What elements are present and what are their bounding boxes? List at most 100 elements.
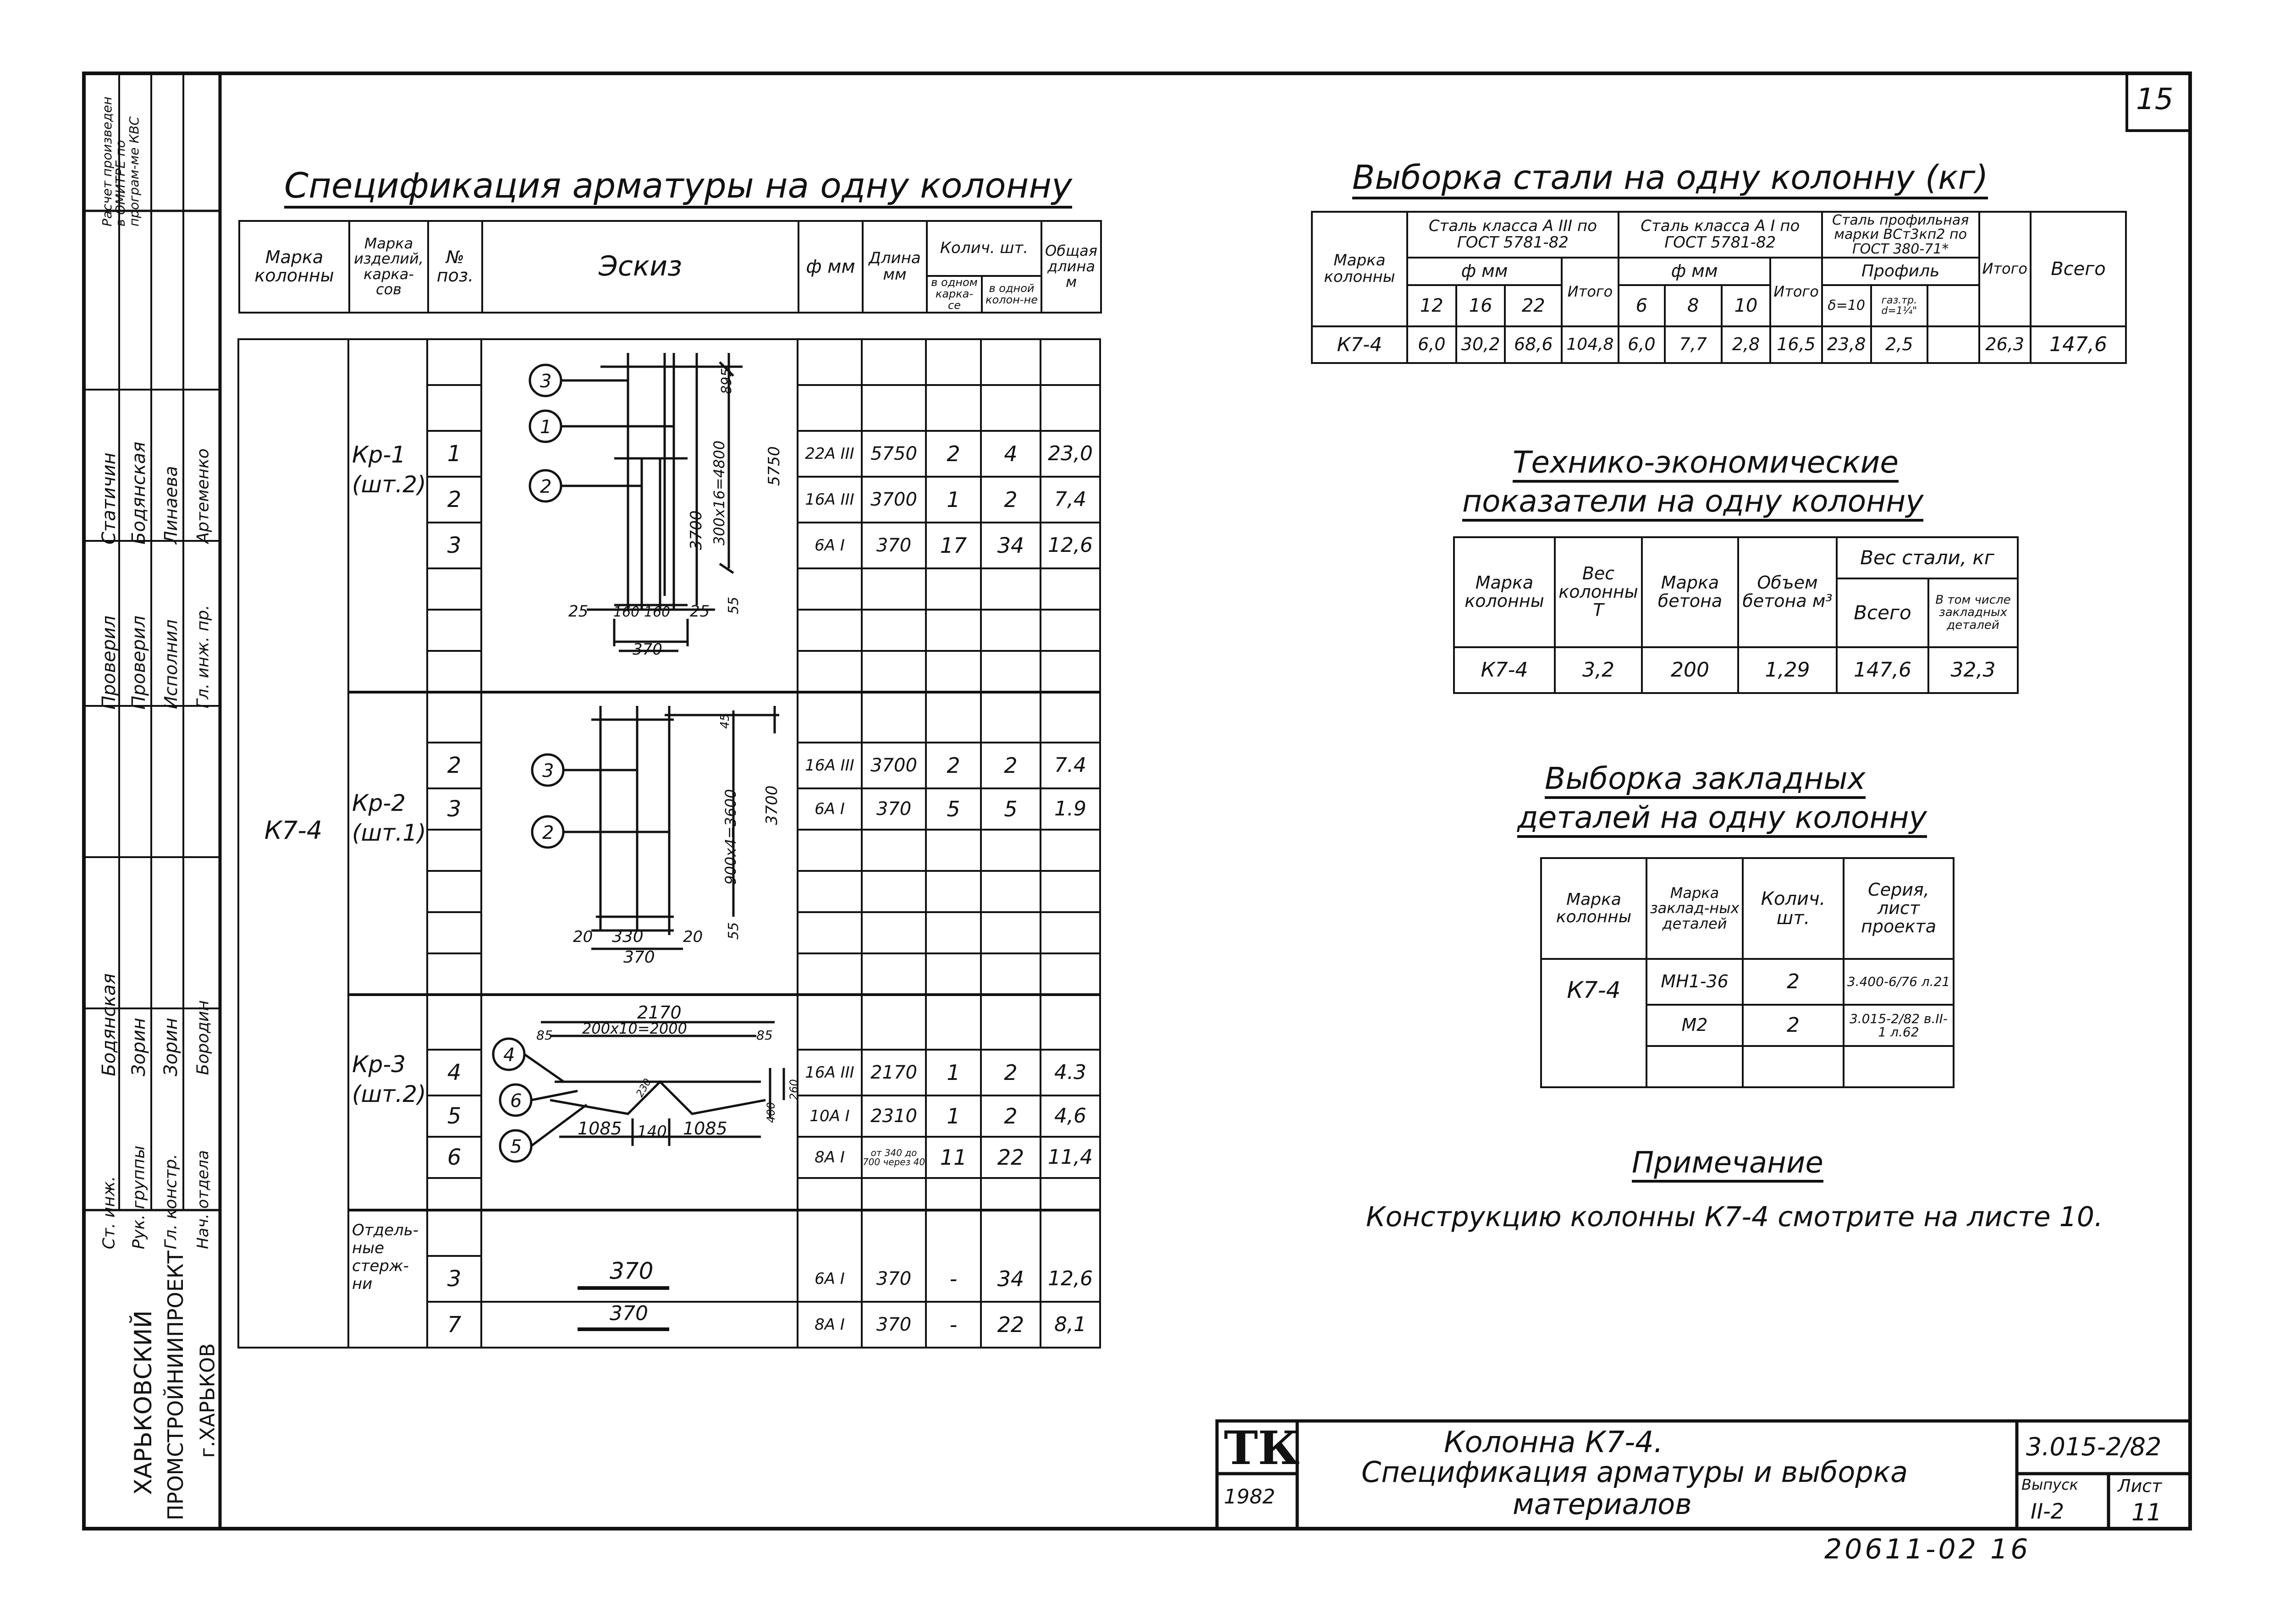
spec-cell-dia: 8А I (815, 1148, 845, 1167)
h-volume: Объем бетона м³ (1737, 536, 1838, 648)
spec-cell-dia: 16А III (805, 1063, 854, 1082)
h-steel-weight: Вес стали, кг (1835, 536, 2019, 579)
steel-itogo1: 104,8 (1561, 325, 1619, 364)
frame-kr2: Кр-2 (шт.1) (352, 790, 426, 846)
spec-cell-tot: 12,6 (1048, 534, 1093, 557)
spec-cell-q2: 4 (1004, 441, 1018, 466)
tech-table: Марка колонны Вес колонны Т Марка бетона… (1453, 536, 2019, 694)
spec-cell-q1: 5 (947, 797, 960, 821)
spec-cell-pos: 6 (447, 1145, 462, 1170)
steel-table: Марка колонны Сталь класса А III по ГОСТ… (1311, 211, 2127, 364)
spec-cell-dia: 16А III (805, 490, 854, 509)
embedded-mark: К7-4 (1540, 958, 1647, 1088)
steel-p2: 2,5 (1870, 325, 1929, 364)
dim-1085: 1085 (683, 1118, 727, 1139)
dim-370: 370 (623, 948, 655, 967)
spec-cell-dia: 10А I (809, 1107, 850, 1125)
archive-number: 20611-02 16 (1824, 1533, 2031, 1565)
tech-mark: К7-4 (1453, 646, 1556, 694)
spec-cell-dia: 16А III (805, 756, 854, 775)
h-qty-col: в одной колон-не (980, 275, 1043, 314)
spec-cell-len: 5750 (870, 443, 917, 464)
spec-cell-len: 2170 (870, 1062, 917, 1083)
tech-title-1: Технико-экономические (1513, 445, 1899, 483)
spec-cell-q1: 1 (947, 1060, 960, 1085)
tech-weight: 3,2 (1554, 646, 1643, 694)
dim-895: 895 (719, 368, 735, 394)
sheet-label: Лист (2118, 1476, 2162, 1496)
embedded-title-2: деталей на одну колонну (1517, 800, 1927, 838)
title-year: 1982 (1224, 1485, 1275, 1508)
dim-b3: 160 (644, 604, 670, 620)
spec-cell-tot: 11,4 (1048, 1145, 1093, 1169)
sheet-number: 15 (2136, 83, 2174, 116)
spec-cell-tot: 4.3 (1054, 1061, 1086, 1084)
embedded-table: Марка колонны Марка заклад-ных деталей К… (1540, 857, 1955, 1088)
spec-cell-dia: 6А I (815, 800, 845, 818)
h-delta: δ=10 (1821, 284, 1872, 327)
spec-cell-tot: 7,4 (1054, 488, 1086, 511)
h-a1: Сталь класса А I по ГОСТ 5781-82 (1617, 211, 1823, 259)
bar-length: 370 (610, 1302, 648, 1325)
dim-260: 260 (787, 1079, 800, 1100)
spec-cell-q1: 2 (947, 753, 960, 778)
issue-label: Выпуск (2021, 1476, 2078, 1493)
dim-b1: 25 (568, 602, 588, 621)
dim-20: 20 (573, 928, 593, 946)
steel-v8: 7,7 (1663, 325, 1723, 364)
h-dia: ф мм (798, 220, 864, 314)
h-itogo: Итого (1769, 257, 1823, 327)
frame-kr1: Кр-1 (шт.2) (352, 441, 426, 498)
spec-cell-dia: 8А I (815, 1316, 845, 1334)
h-a3: Сталь класса А III по ГОСТ 5781-82 (1406, 211, 1619, 259)
callout-6: 6 (510, 1090, 522, 1112)
spec-cell-tot: 8,1 (1054, 1313, 1086, 1336)
steel-v12: 6,0 (1406, 325, 1457, 364)
spec-cell-dia: 22А III (805, 445, 854, 463)
note-title: Примечание (1632, 1146, 1823, 1183)
sketch-kr1 (529, 353, 743, 652)
callout-4: 4 (503, 1045, 515, 1066)
spec-cell-q1: 1 (947, 1104, 960, 1129)
callout-3: 3 (542, 760, 554, 782)
spec-cell-dia: 6А I (815, 1270, 845, 1288)
h-mark: Марка колонны (1311, 211, 1408, 327)
h-weight: Вес колонны Т (1554, 536, 1643, 648)
tk-logo: ТК (1224, 1421, 1300, 1475)
h-detail: Марка заклад-ных деталей (1646, 857, 1744, 960)
spec-cell-len: 2310 (870, 1106, 917, 1127)
spec-cell-pos: 3 (447, 1266, 462, 1292)
h-profile: Профиль (1821, 257, 1980, 286)
h-d6: 6 (1617, 284, 1666, 327)
embedded-qty: 2 (1742, 958, 1845, 1006)
tech-concrete: 200 (1641, 646, 1739, 694)
embedded-empty (1646, 1045, 1744, 1088)
title-line3: материалов (1513, 1487, 1692, 1521)
h-qty-one: в одном карка-се (926, 275, 983, 314)
h-d12: 12 (1406, 284, 1457, 327)
sheet-value: 11 (2131, 1499, 2162, 1526)
h-mark: Марка колонны (1453, 536, 1556, 648)
steel-title: Выборка стали на одну колонну (кг) (1352, 158, 1988, 199)
frame-kr3: Кр-3 (шт.2) (352, 1051, 426, 1107)
steel-v6: 6,0 (1617, 325, 1666, 364)
callout-2: 2 (540, 476, 551, 497)
spec-cell-len: от 340 до 700 через 40 (862, 1147, 925, 1167)
steel-v16: 30,2 (1455, 325, 1506, 364)
spec-cell-q2: 34 (997, 1266, 1024, 1291)
dim-3700: 3700 (763, 785, 781, 825)
tech-incl: 32,3 (1927, 646, 2019, 694)
callout-3: 3 (540, 371, 551, 392)
steel-itogo3: 26,3 (1978, 325, 2032, 364)
dim-370: 370 (633, 640, 662, 659)
spec-cell-q1: 17 (940, 533, 967, 558)
frame-separate: Отдель-ные стерж-ни (352, 1221, 419, 1294)
spec-cell-len: 370 (876, 1268, 912, 1289)
h-concrete: Марка бетона (1641, 536, 1739, 648)
h-pipe: газ.тр. d=1¼" (1870, 284, 1929, 327)
h-itogo: Итого (1978, 211, 2032, 327)
embedded-empty (1843, 1045, 1955, 1088)
steel-v22: 68,6 (1504, 325, 1563, 364)
